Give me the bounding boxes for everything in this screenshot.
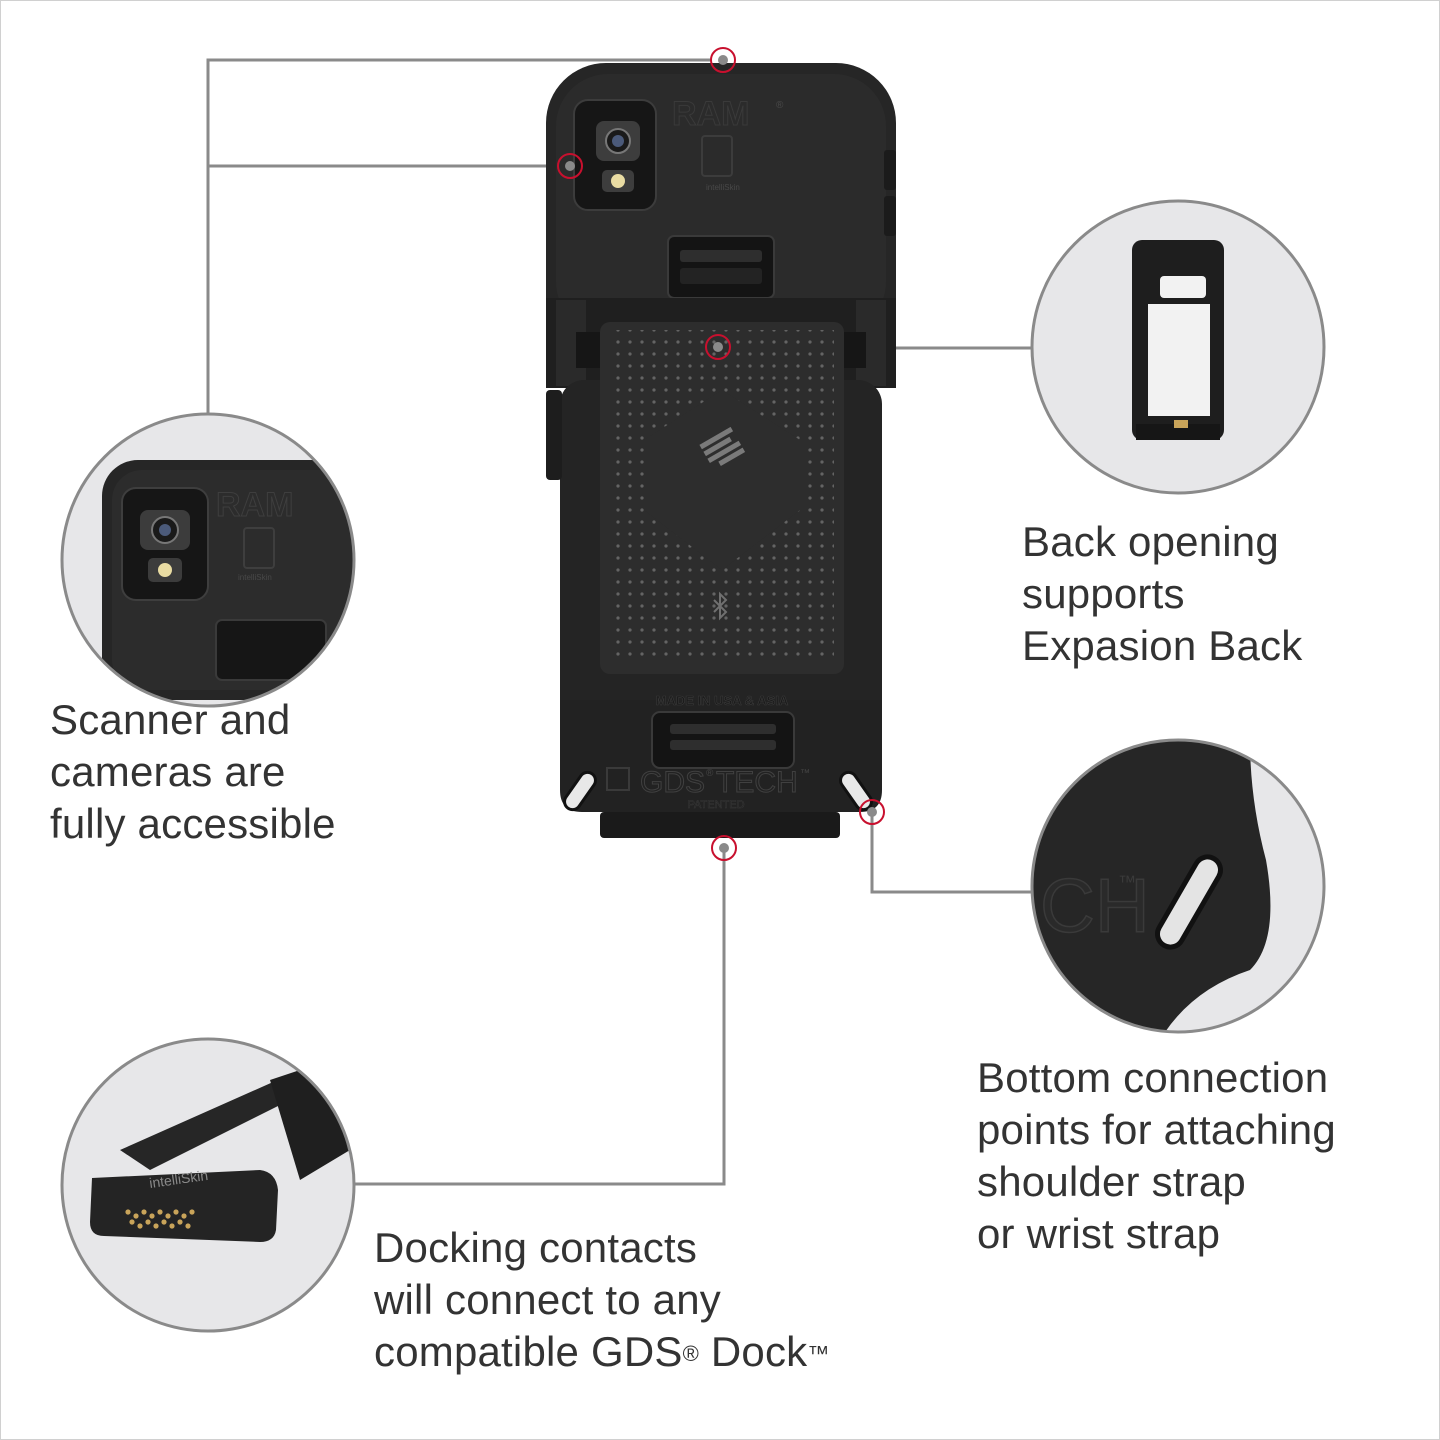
callout-bottom-line-1: Bottom connection — [977, 1054, 1329, 1101]
svg-text:®: ® — [776, 100, 784, 111]
callout-scanner-line-3: fully accessible — [50, 800, 336, 847]
callout-back-line-1: Back opening — [1022, 518, 1279, 565]
strap-slot-left — [563, 770, 597, 812]
callout-docking: Docking contacts will connect to any com… — [374, 1222, 830, 1378]
inset-back-opening — [1030, 199, 1326, 495]
bluetooth-icon — [713, 591, 728, 621]
svg-text:™: ™ — [800, 768, 810, 779]
marker-top — [710, 47, 736, 73]
flash-icon — [602, 170, 634, 192]
svg-text:intelliSkin: intelliSkin — [238, 573, 272, 582]
scanner-latch — [667, 235, 775, 299]
marker-strap — [859, 799, 885, 825]
svg-text:CH: CH — [1040, 864, 1150, 949]
callout-back-opening: Back opening supports Expasion Back — [1022, 516, 1302, 672]
svg-text:™: ™ — [1118, 872, 1136, 892]
callout-scanner-line-1: Scanner and — [50, 696, 291, 743]
callout-docking-line-1: Docking contacts — [374, 1224, 698, 1271]
leader-line-top — [206, 58, 712, 415]
callout-scanner: Scanner and cameras are fully accessible — [50, 694, 336, 850]
callout-docking-line-3: compatible GDS® Dock™ — [374, 1328, 830, 1375]
leader-line-strap — [870, 812, 1032, 894]
leader-lines — [206, 58, 1032, 1186]
svg-text:PATENTED: PATENTED — [687, 799, 744, 811]
marker-camera — [557, 153, 583, 179]
callout-bottom-line-2: points for attaching — [977, 1106, 1336, 1153]
markers — [557, 47, 885, 861]
callout-back-line-2: supports — [1022, 570, 1185, 617]
callout-docking-line-2: will connect to any — [374, 1276, 721, 1323]
nfc-diamond — [644, 390, 800, 570]
inset-dock: intelliSkin — [60, 1037, 356, 1333]
callout-bottom-line-3: shoulder strap — [977, 1158, 1246, 1205]
gds-tech-marking: GDS — [640, 766, 705, 799]
leader-line-dock — [355, 848, 726, 1186]
marker-back — [705, 334, 731, 360]
intelliskin-badge — [701, 135, 733, 177]
camera-lens-icon — [596, 121, 640, 161]
callout-scanner-line-2: cameras are — [50, 748, 286, 795]
ram-logo: RAM — [672, 95, 749, 133]
device-case: RAM ® intelliSkin — [546, 63, 896, 838]
callout-back-line-3: Expasion Back — [1022, 622, 1303, 669]
svg-text:MADE IN USA & ASIA: MADE IN USA & ASIA — [656, 693, 789, 708]
strap-slot-right — [839, 770, 873, 812]
svg-text:RAM: RAM — [216, 486, 293, 524]
inset-strap-slot: CH ™ — [1030, 738, 1326, 1034]
inset-camera: RAM intelliSkin — [60, 412, 356, 708]
callout-bottom-connection: Bottom connection points for attaching s… — [977, 1052, 1336, 1260]
svg-text:®: ® — [706, 768, 714, 779]
callout-bottom-line-4: or wrist strap — [977, 1210, 1221, 1257]
marker-dock — [711, 835, 737, 861]
dock-connector — [600, 812, 840, 838]
zebra-logo-icon — [699, 426, 746, 466]
svg-text:TECH: TECH — [716, 766, 798, 799]
svg-text:intelliSkin: intelliSkin — [706, 183, 740, 192]
